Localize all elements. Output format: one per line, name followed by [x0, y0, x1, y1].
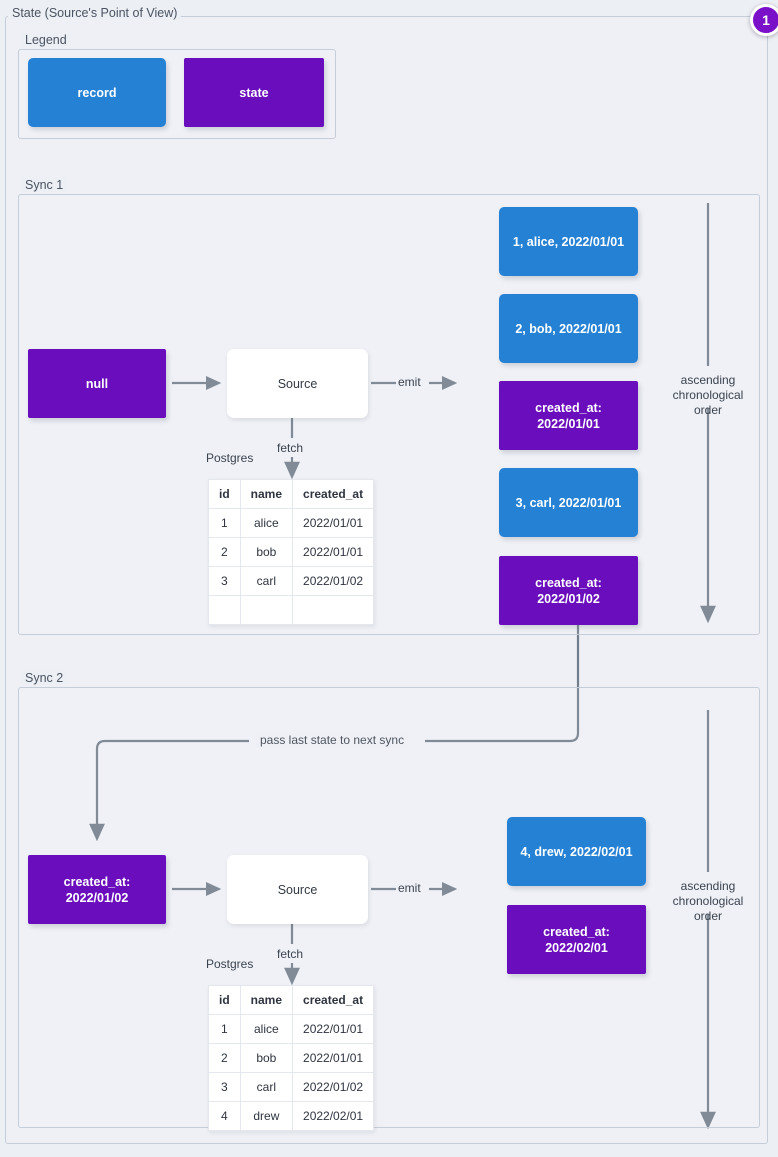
- sync2-emitted-state-1: created_at: 2022/02/01: [507, 905, 646, 974]
- table-header-row: id name created_at: [208, 479, 375, 509]
- sync1-emitted-state-2-line1: created_at:: [535, 575, 602, 590]
- table-row: 4 drew 2022/02/01: [208, 1101, 375, 1131]
- legend-swatch-record: record: [28, 58, 166, 127]
- sync1-fetch-label: fetch: [277, 441, 304, 455]
- sync2-input-state-line1: created_at:: [63, 874, 131, 889]
- sync2-order-label: ascending chronological order: [672, 879, 744, 923]
- sync2-source-label: Source: [277, 882, 318, 897]
- cell-id: 3: [208, 566, 241, 596]
- sync1-emitted-record-2-line1: 2, bob, 2022/01/01: [515, 321, 622, 336]
- cell-id: 4: [208, 1101, 241, 1131]
- group-sync-1-label: Sync 1: [21, 178, 68, 192]
- cell-name: alice: [239, 508, 294, 538]
- group-sync-2-label: Sync 2: [21, 671, 68, 685]
- sync2-emitted-record-1: 4, drew, 2022/02/01: [507, 817, 646, 886]
- legend-swatch-record-label: record: [77, 85, 117, 100]
- table-row: 3 carl 2022/01/02: [208, 566, 375, 596]
- cell-name: bob: [239, 1043, 294, 1073]
- sync2-input-state-line2: 2022/01/02: [65, 890, 129, 905]
- sync1-emitted-record-3: 3, carl, 2022/01/01: [499, 468, 638, 537]
- col-name: name: [239, 479, 294, 509]
- cell-created-at: 2022/01/01: [292, 537, 375, 567]
- cell-name: drew: [239, 1101, 294, 1131]
- table-header-row: id name created_at: [208, 985, 375, 1015]
- table-row: 2 bob 2022/01/01: [208, 537, 375, 567]
- cell-id: [208, 595, 241, 625]
- sync2-emitted-record-1-line1: 4, drew, 2022/02/01: [520, 844, 633, 859]
- sync1-emitted-record-3-line1: 3, carl, 2022/01/01: [515, 495, 622, 510]
- sync1-order-label: ascending chronological order: [672, 373, 744, 417]
- cell-id: 3: [208, 1072, 241, 1102]
- cell-name: alice: [239, 1014, 294, 1044]
- cell-name: [239, 595, 294, 625]
- sync1-emitted-record-2: 2, bob, 2022/01/01: [499, 294, 638, 363]
- sync1-db-label: Postgres: [206, 451, 254, 465]
- sync1-emit-label: emit: [398, 375, 421, 389]
- sync2-source-node: Source: [227, 855, 368, 924]
- cell-name: carl: [239, 566, 294, 596]
- cell-created-at: 2022/01/01: [292, 508, 375, 538]
- sync1-emitted-state-1-line2: 2022/01/01: [537, 416, 600, 431]
- sync2-postgres-table: id name created_at 1 alice 2022/01/01 2 …: [208, 985, 375, 1131]
- sync1-input-state: null: [28, 349, 166, 418]
- cell-id: 1: [208, 1014, 241, 1044]
- col-id: id: [208, 985, 241, 1015]
- sync2-db-label: Postgres: [206, 957, 254, 971]
- sync2-input-state: created_at: 2022/01/02: [28, 855, 166, 924]
- sync1-emitted-record-1-line1: 1, alice, 2022/01/01: [512, 234, 625, 249]
- col-created-at: created_at: [292, 985, 375, 1015]
- sync1-source-node: Source: [227, 349, 368, 418]
- cell-created-at: [292, 595, 375, 625]
- cell-created-at: 2022/01/01: [292, 1043, 375, 1073]
- sync1-emitted-state-1: created_at: 2022/01/01: [499, 381, 638, 450]
- group-state-label: State (Source's Point of View): [8, 6, 182, 20]
- sync1-emitted-record-1: 1, alice, 2022/01/01: [499, 207, 638, 276]
- table-row: 1 alice 2022/01/01: [208, 1014, 375, 1044]
- cell-name: carl: [239, 1072, 294, 1102]
- legend-swatch-state: state: [184, 58, 324, 127]
- sync2-fetch-label: fetch: [277, 947, 304, 961]
- sync2-emitted-state-1-line1: created_at:: [543, 924, 610, 939]
- cell-created-at: 2022/01/02: [292, 1072, 375, 1102]
- table-row: 2 bob 2022/01/01: [208, 1043, 375, 1073]
- sync1-postgres-table: id name created_at 1 alice 2022/01/01 2 …: [208, 479, 375, 625]
- sync2-emitted-state-1-line2: 2022/02/01: [545, 940, 608, 955]
- sync2-emit-label: emit: [398, 881, 421, 895]
- step-badge[interactable]: 1: [750, 4, 778, 36]
- sync1-emitted-state-2: created_at: 2022/01/02: [499, 556, 638, 625]
- cell-id: 2: [208, 537, 241, 567]
- table-row: 1 alice 2022/01/01: [208, 508, 375, 538]
- legend-swatch-state-label: state: [239, 85, 269, 100]
- cell-created-at: 2022/02/01: [292, 1101, 375, 1131]
- pass-state-label: pass last state to next sync: [256, 733, 409, 748]
- cell-created-at: 2022/01/01: [292, 1014, 375, 1044]
- sync1-input-state-label: null: [85, 376, 109, 391]
- cell-created-at: 2022/01/02: [292, 566, 375, 596]
- col-id: id: [208, 479, 241, 509]
- sync1-emitted-state-2-line2: 2022/01/02: [537, 591, 600, 606]
- col-name: name: [239, 985, 294, 1015]
- cell-id: 2: [208, 1043, 241, 1073]
- step-badge-label: 1: [762, 12, 770, 28]
- cell-id: 1: [208, 508, 241, 538]
- table-row-empty: [208, 595, 375, 625]
- col-created-at: created_at: [292, 479, 375, 509]
- table-row: 3 carl 2022/01/02: [208, 1072, 375, 1102]
- cell-name: bob: [239, 537, 294, 567]
- sync1-source-label: Source: [277, 376, 318, 391]
- group-legend-label: Legend: [21, 33, 71, 47]
- sync1-emitted-state-1-line1: created_at:: [535, 400, 602, 415]
